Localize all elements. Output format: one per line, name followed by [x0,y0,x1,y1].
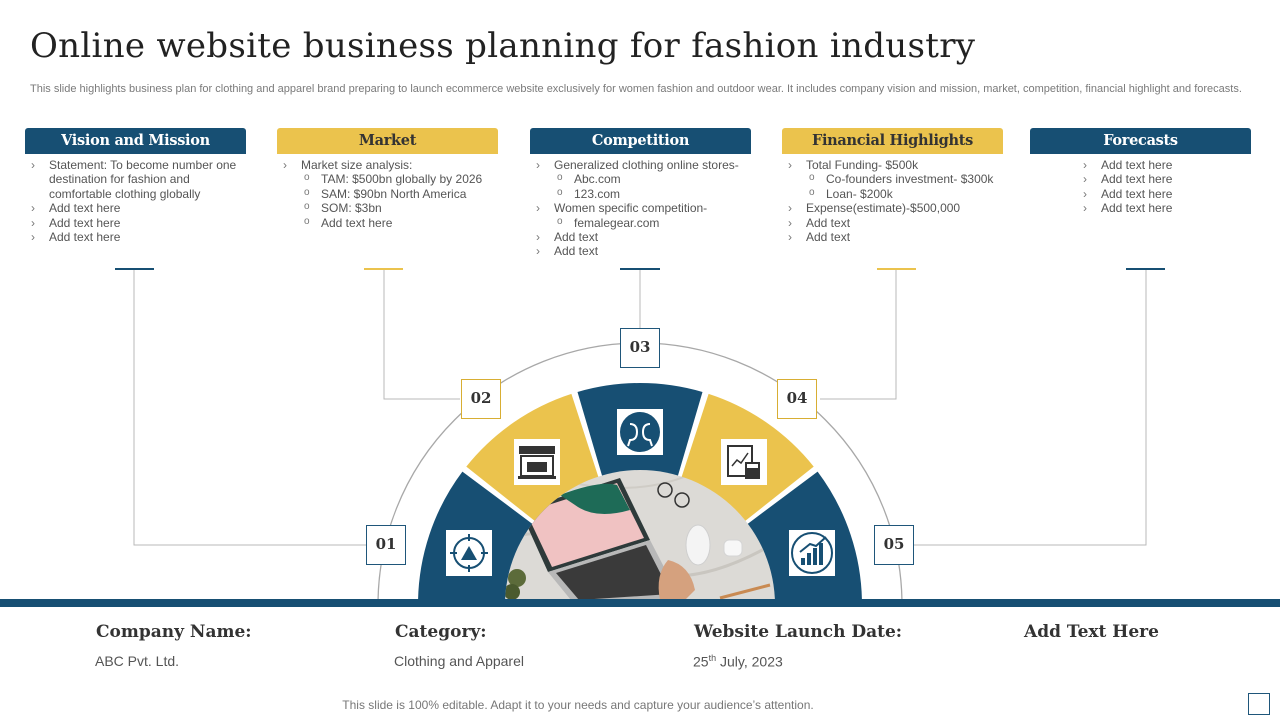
step-number-03: 03 [620,328,660,368]
face-to-face-icon [620,412,660,452]
card-list: Statement: To become number one destinat… [25,158,246,245]
card-forecasts: Forecasts Add text here Add text here Ad… [1030,128,1251,216]
list-item: Add text [782,230,1003,245]
page-subtitle: This slide highlights business plan for … [30,83,1242,95]
card-list: Total Funding- $500k Co-founders investm… [782,158,1003,245]
list-item: Statement: To become number one destinat… [25,158,246,201]
card-competition: Competition Generalized clothing online … [530,128,751,259]
list-subitem: SAM: $90bn North America [277,186,498,201]
list-subitem: Co-founders investment- $300k [782,171,1003,186]
list-item: Expense(estimate)-$500,000 [782,201,1003,216]
icon-tile-03 [617,409,663,455]
card-list: Generalized clothing online stores- Abc.… [530,158,751,259]
icon-tile-01 [446,530,492,576]
icon-tile-05 [789,530,835,576]
list-item: Total Funding- $500k [782,158,1003,173]
list-subitem: SOM: $3bn [277,200,498,215]
list-item: Add text here [25,230,246,245]
connector-01 [133,269,366,546]
list-item: Market size analysis: [277,158,498,173]
card-list: Market size analysis: TAM: $500bn global… [277,158,498,230]
step-number-01: 01 [366,525,406,565]
company-name-value: ABC Pvt. Ltd. [95,653,180,669]
card-heading: Market [277,128,498,154]
list-subitem: Add text here [277,215,498,230]
list-item: Add text here [1077,172,1251,187]
launch-date-day: 25 [693,653,709,670]
card-list: Add text here Add text here Add text her… [1030,158,1251,216]
icon-tile-02 [514,439,560,485]
growth-chart-icon [791,532,833,574]
storefront-icon [518,446,556,479]
launch-date-suffix: th [708,653,717,663]
connector-05 [914,269,1147,546]
list-item: Add text here [25,216,246,231]
list-item: Women specific competition- [530,201,751,216]
list-item: Add text [530,230,751,245]
category-value: Clothing and Apparel [394,653,524,669]
list-subitem: Abc.com [530,171,751,186]
card-financial-highlights: Financial Highlights Total Funding- $500… [782,128,1003,245]
step-number-04: 04 [777,379,817,419]
page-title: Online website business planning for fas… [30,26,976,66]
launch-date-value: 25th July, 2023 [693,653,783,670]
list-item: Add text [530,244,751,259]
list-item: Add text here [1077,158,1251,173]
launch-date-rest: July, 2023 [716,653,783,670]
card-vision-mission: Vision and Mission Statement: To become … [25,128,246,245]
list-item: Add text [782,216,1003,231]
list-item: Add text here [25,201,246,216]
target-mountain-icon [450,534,488,572]
list-subitem: Loan- $200k [782,186,1003,201]
step-number-02: 02 [461,379,501,419]
corner-box [1248,693,1270,715]
card-heading: Forecasts [1030,128,1251,154]
connector-02 [383,269,460,400]
card-heading: Vision and Mission [25,128,246,154]
list-item: Generalized clothing online stores- [530,158,751,173]
category-label: Category: [395,622,487,642]
step-number-05: 05 [874,525,914,565]
connector-04 [820,269,897,400]
card-market: Market Market size analysis: TAM: $500bn… [277,128,498,230]
list-item: Add text here [1077,201,1251,216]
card-heading: Financial Highlights [782,128,1003,154]
list-subitem: femalegear.com [530,215,751,230]
list-subitem: TAM: $500bn globally by 2026 [277,171,498,186]
company-name-label: Company Name: [96,622,252,642]
list-item: Add text here [1077,187,1251,202]
icon-tile-04 [721,439,767,485]
extra-info-label: Add Text Here [1024,622,1159,642]
connector-lines [133,269,1147,546]
bottom-band [0,599,1280,607]
list-subitem: 123.com [530,186,751,201]
card-heading: Competition [530,128,751,154]
launch-date-label: Website Launch Date: [694,622,903,642]
footer-note: This slide is 100% editable. Adapt it to… [342,698,814,712]
financial-report-icon [727,445,760,479]
